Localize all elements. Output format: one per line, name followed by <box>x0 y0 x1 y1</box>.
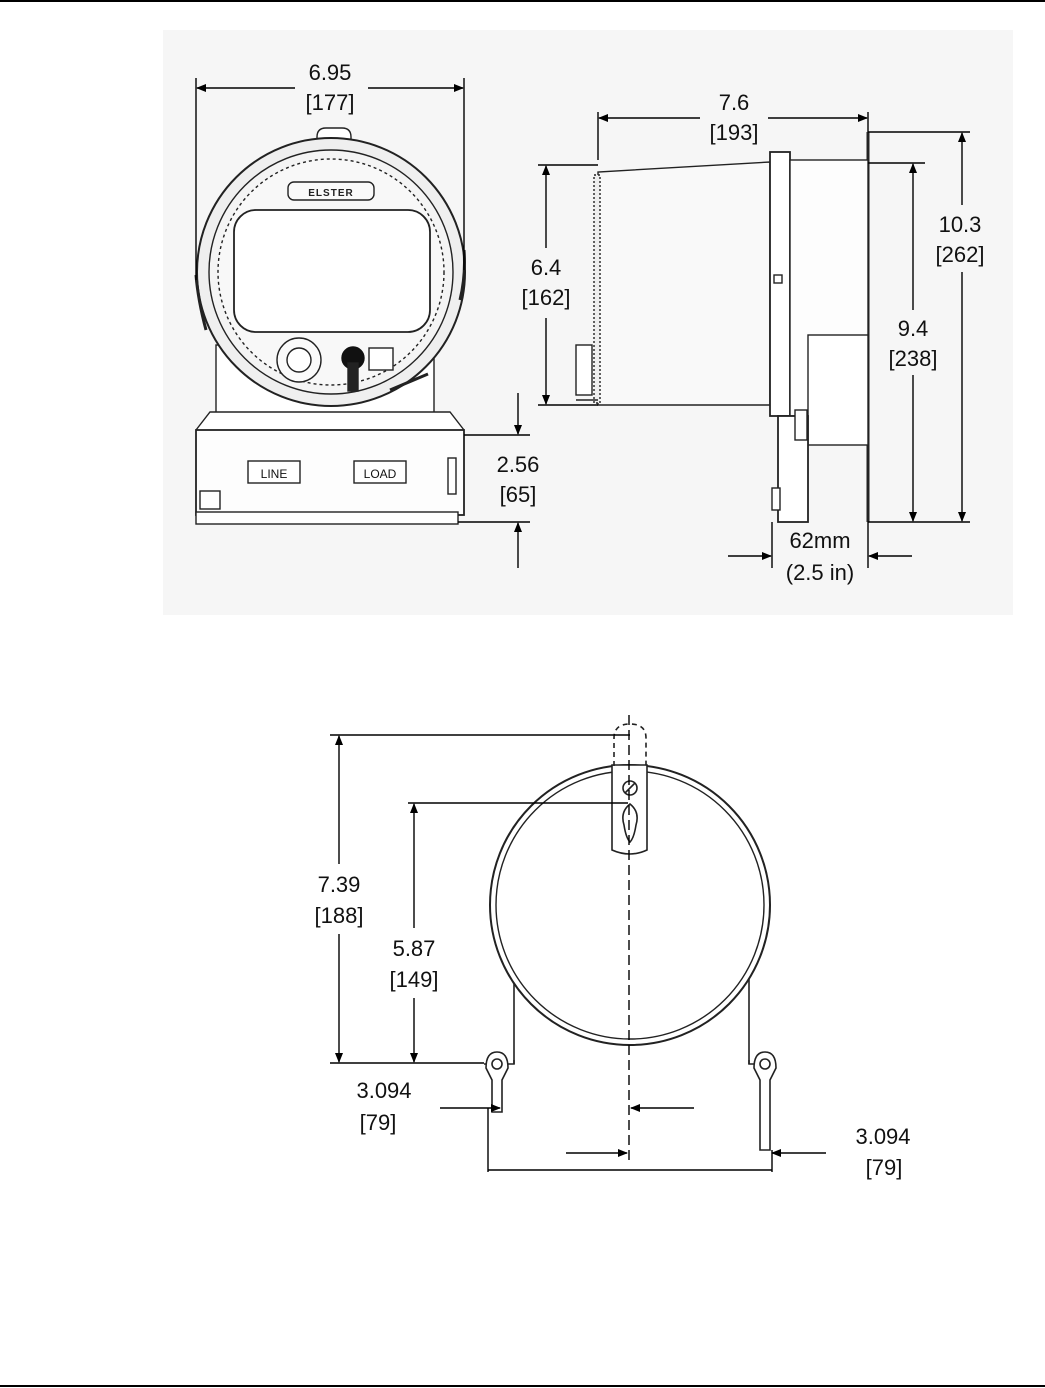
side-base-depth-mm: 62mm <box>789 528 850 553</box>
mounting-right-offset-in: 3.094 <box>855 1124 910 1149</box>
side-view-meter <box>576 132 868 522</box>
side-base-depth-in: (2.5 in) <box>786 560 854 585</box>
front-width-mm: [177] <box>306 90 355 115</box>
line-label: LINE <box>261 467 288 481</box>
side-total-height-mm: [262] <box>936 242 985 267</box>
mounting-slot-height-mm: [149] <box>390 967 439 992</box>
base-height-in: 2.56 <box>497 452 540 477</box>
side-inner-height-mm: [238] <box>889 346 938 371</box>
side-depth-in: 7.6 <box>719 90 750 115</box>
brand-label: ELSTER <box>308 188 353 199</box>
mounting-view-meter <box>484 724 776 1150</box>
base-height-mm: [65] <box>500 482 537 507</box>
side-body-height-mm: [162] <box>522 285 571 310</box>
mounting-total-height-mm: [188] <box>315 903 364 928</box>
side-inner-height-dimension <box>868 163 925 521</box>
side-inner-height-in: 9.4 <box>898 316 929 341</box>
front-width-in: 6.95 <box>309 60 352 85</box>
load-label: LOAD <box>364 467 397 481</box>
mounting-right-offset-mm: [79] <box>866 1155 903 1180</box>
mounting-total-height-in: 7.39 <box>318 872 361 897</box>
side-total-height-in: 10.3 <box>939 212 982 237</box>
base-height-dimension <box>458 393 530 568</box>
mounting-slot-height-in: 5.87 <box>393 936 436 961</box>
mounting-left-offset-in: 3.094 <box>356 1078 411 1103</box>
side-body-height-in: 6.4 <box>531 255 562 280</box>
mounting-left-offset-mm: [79] <box>360 1110 397 1135</box>
side-depth-mm: [193] <box>710 120 759 145</box>
page-bottom-rule <box>0 1385 1045 1387</box>
